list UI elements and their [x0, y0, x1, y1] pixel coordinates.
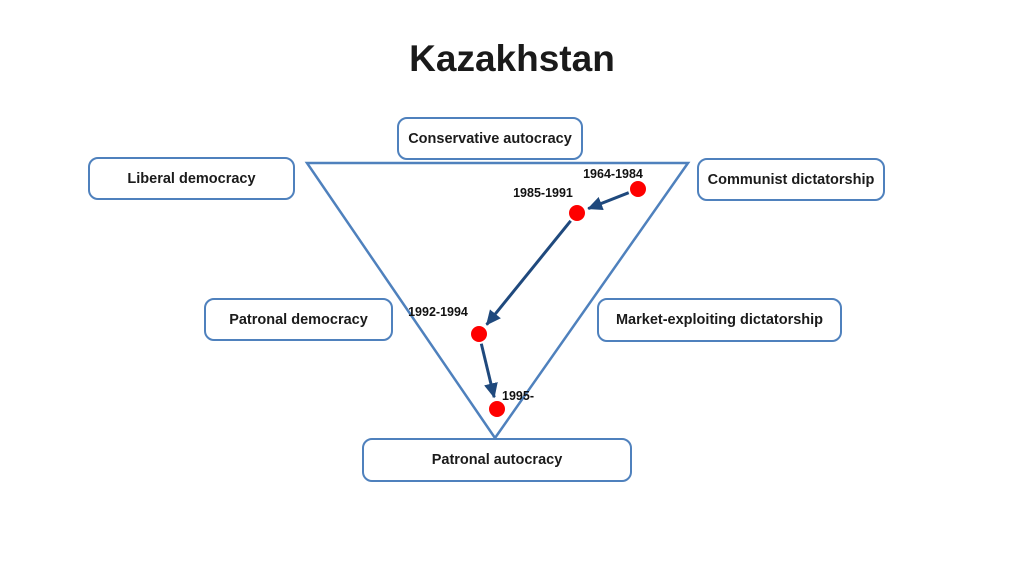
- node-communist-dictatorship: Communist dictatorship: [697, 158, 885, 201]
- slide-title: Kazakhstan: [409, 38, 615, 79]
- period-label-1964-1984: 1964-1984: [583, 167, 643, 181]
- period-label-1985-1991: 1985-1991: [513, 186, 573, 200]
- data-point-1985-1991: [569, 205, 585, 221]
- data-point-1964-1984: [630, 181, 646, 197]
- node-patronal-democracy: Patronal democracy: [204, 298, 393, 341]
- trajectory-arrow-1992-1994-to-1995-: [479, 343, 498, 399]
- triangle-outline: [304, 161, 691, 441]
- period-label-1995-: 1995-: [502, 389, 534, 403]
- node-patronal-autocracy: Patronal autocracy: [362, 438, 632, 482]
- data-point-1995-: [489, 401, 505, 417]
- node-liberal-democracy: Liberal democracy: [88, 157, 295, 200]
- data-point-1992-1994: [471, 326, 487, 342]
- node-market-exploiting-dictatorship: Market-exploiting dictatorship: [597, 298, 842, 342]
- period-label-1992-1994: 1992-1994: [408, 305, 468, 319]
- trajectory-arrow-1964-1984-to-1985-1991: [587, 191, 630, 210]
- node-conservative-autocracy: Conservative autocracy: [397, 117, 583, 160]
- trajectory-arrow-1985-1991-to-1992-1994: [485, 219, 572, 326]
